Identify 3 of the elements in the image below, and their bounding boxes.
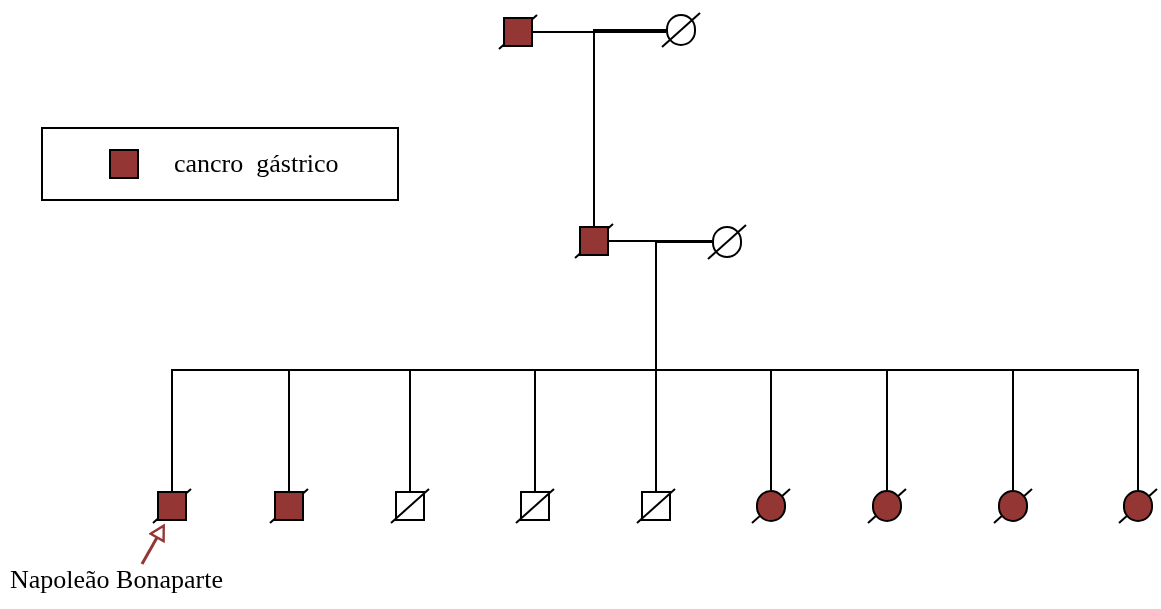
proband-label: Napoleão Bonaparte (10, 564, 223, 596)
arrow (140, 524, 165, 565)
legend-text: cancro gástrico (174, 148, 339, 180)
